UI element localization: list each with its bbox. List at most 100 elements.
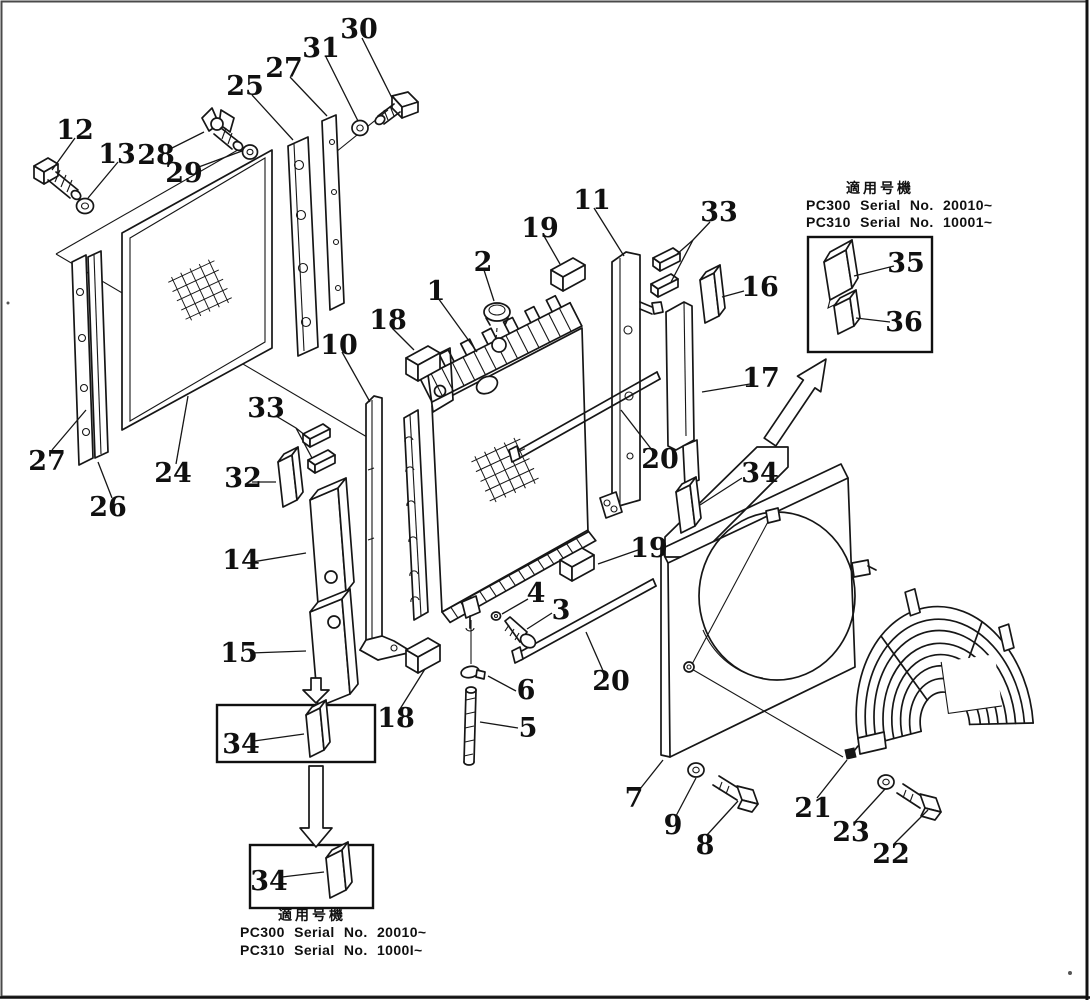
blocks-33-top xyxy=(650,221,711,298)
callout-33b: 33 xyxy=(247,393,285,424)
serial-note-line: PC310 Serial No. 10001~ xyxy=(806,214,992,230)
washer-31 xyxy=(351,119,369,137)
washer-23 xyxy=(877,774,895,790)
callout-18b: 18 xyxy=(377,703,415,734)
callout-17: 17 xyxy=(742,363,780,394)
callout-28: 28 xyxy=(137,140,175,171)
callout-21: 21 xyxy=(794,793,832,824)
serial-note-line: PC310 Serial No. 1000I~ xyxy=(240,942,423,958)
strip-27-top xyxy=(321,114,345,311)
serial-note-bottom: 適用号機 PC300 Serial No. 20010~ PC310 Seria… xyxy=(240,907,426,958)
callout-20: 20 xyxy=(641,444,679,475)
callout-9: 9 xyxy=(664,810,683,841)
callout-29: 29 xyxy=(165,158,203,189)
callout-33: 33 xyxy=(700,197,738,228)
rod-20-upper xyxy=(508,371,661,463)
pad-14 xyxy=(309,477,355,605)
callout-12: 12 xyxy=(56,115,94,146)
callout-19: 19 xyxy=(521,213,559,244)
block-18b xyxy=(405,637,441,674)
callout-3: 3 xyxy=(552,595,571,626)
callout-5: 5 xyxy=(519,713,538,744)
pad-17 xyxy=(665,301,700,487)
rod-5 xyxy=(463,686,477,766)
bolt-12 xyxy=(33,157,82,201)
block-19a xyxy=(550,257,586,292)
rod-20-lower xyxy=(511,578,657,664)
pad-15 xyxy=(309,588,359,708)
bolt-30 xyxy=(374,91,419,126)
washer-13 xyxy=(75,197,95,215)
radiator-part-1 xyxy=(403,294,597,632)
callout-6: 6 xyxy=(517,675,536,706)
inset-box-bottom xyxy=(248,841,375,910)
washer-9 xyxy=(687,762,705,778)
callout-8: 8 xyxy=(696,830,715,861)
bolt-22 xyxy=(896,783,942,821)
callout-24: 24 xyxy=(154,458,192,489)
shroud-side-tab xyxy=(851,559,871,578)
fastener-21 xyxy=(844,747,857,760)
fan-shroud-7 xyxy=(660,446,877,758)
callout-7: 7 xyxy=(625,783,644,814)
callout-30: 30 xyxy=(340,14,378,45)
strip-27-left xyxy=(71,254,94,466)
inset-box-top-right xyxy=(806,235,934,354)
serial-note-top-right: 適用号機 PC300 Serial No. 20010~ PC310 Seria… xyxy=(806,180,992,230)
strip-25 xyxy=(287,136,319,357)
flow-arrows xyxy=(299,358,827,848)
callout-22: 22 xyxy=(872,839,910,870)
callout-4: 4 xyxy=(527,578,546,609)
strip-26 xyxy=(87,250,109,459)
callout-36: 36 xyxy=(885,307,923,338)
scan-speck xyxy=(1068,971,1072,975)
serial-note-title: 適用号機 xyxy=(278,907,346,924)
callout-11: 11 xyxy=(573,185,611,216)
callout-27b: 27 xyxy=(28,446,66,477)
guard-tab xyxy=(998,623,1015,652)
callout-19b: 19 xyxy=(630,533,668,564)
callout-23: 23 xyxy=(832,817,870,848)
serial-note-line: PC300 Serial No. 20010~ xyxy=(240,924,426,940)
callout-2: 2 xyxy=(474,247,493,278)
callout-15: 15 xyxy=(220,638,258,669)
callout-27: 27 xyxy=(265,53,303,84)
callout-14: 14 xyxy=(222,545,260,576)
callout-35: 35 xyxy=(887,248,925,279)
block-18a xyxy=(405,345,441,382)
callout-34c: 34 xyxy=(250,866,288,897)
callout-25: 25 xyxy=(226,71,264,102)
callout-18: 18 xyxy=(369,305,407,336)
radiator-cap-2 xyxy=(483,302,511,341)
block-34a xyxy=(675,476,702,534)
screen-panel-24 xyxy=(121,149,273,431)
serial-note-line: PC300 Serial No. 20010~ xyxy=(806,197,992,213)
block-34c xyxy=(325,841,353,899)
bracket-10 xyxy=(359,395,413,661)
block-34b xyxy=(305,699,331,758)
block-19b xyxy=(559,547,595,582)
washer-4 xyxy=(490,611,502,621)
callout-16: 16 xyxy=(741,272,779,303)
filler-neck xyxy=(491,337,507,353)
callout-34b: 34 xyxy=(222,729,260,760)
inset-box-left xyxy=(215,699,377,764)
pad-32 xyxy=(277,446,304,508)
inlet-boss xyxy=(475,375,499,395)
blocks-33-left xyxy=(275,415,336,474)
drain-boss xyxy=(461,595,481,619)
callout-31: 31 xyxy=(302,33,340,64)
serial-note-title: 適用号機 xyxy=(846,180,914,197)
pad-16 xyxy=(699,264,726,324)
leader-lines xyxy=(51,37,929,845)
callout-34: 34 xyxy=(741,458,779,489)
scan-speck xyxy=(6,301,10,305)
fan-guard-21 xyxy=(855,588,1035,749)
callout-26: 26 xyxy=(89,492,127,523)
guard-tab xyxy=(904,588,921,617)
callout-1: 1 xyxy=(427,276,446,307)
callout-32: 32 xyxy=(224,463,262,494)
callout-10: 10 xyxy=(320,330,358,361)
